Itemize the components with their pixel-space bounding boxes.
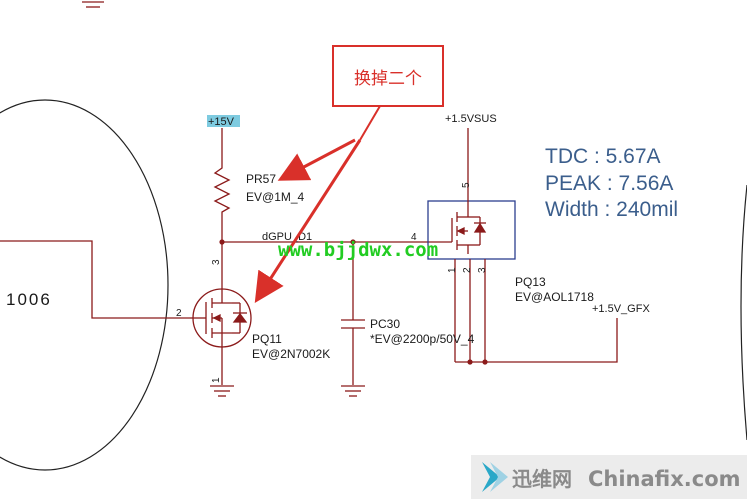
- pq13-pin-gate: 4: [411, 232, 417, 243]
- left-block-label: 1006: [6, 290, 52, 309]
- pq13-pin-top: 5: [461, 182, 472, 188]
- spec-peak: PEAK : 7.56A: [545, 172, 673, 195]
- logo-en-text: Chinafix.com: [588, 467, 741, 491]
- logo-cn-text: 迅维网: [512, 467, 572, 491]
- pq11-pin-source: 1: [211, 377, 222, 383]
- rail-label-vsus: +1.5VSUS: [445, 113, 497, 125]
- left-connector-outline: [0, 99, 169, 471]
- pq11-pin-drain: 3: [211, 259, 222, 265]
- watermark-center: www.bjjdwx.com: [278, 239, 438, 261]
- pq13-ref: PQ13: [515, 275, 546, 289]
- callout-box: [332, 45, 444, 107]
- callout-text: 换掉二个: [354, 69, 422, 89]
- rail-highlight: [207, 115, 240, 127]
- pq13-pin-2: 2: [462, 267, 473, 273]
- watermark-logo: 迅维网 Chinafix.com: [471, 455, 747, 499]
- pq11-mosfet-symbol: [190, 288, 252, 385]
- pr57-ref: PR57: [246, 172, 276, 186]
- pc30-value: *EV@2200p/50V_4: [370, 332, 475, 346]
- pc30-ref: PC30: [370, 317, 400, 331]
- logo-arrow-icon: [482, 462, 500, 492]
- pq13-value: EV@AOL1718: [515, 290, 594, 304]
- pc30-capacitor: [341, 242, 365, 385]
- right-connector-outline: [740, 184, 747, 441]
- pq13-output-wires: [454, 259, 618, 363]
- pr57-value: EV@1M_4: [246, 190, 305, 204]
- ground-symbol-top: [82, 1, 104, 8]
- pq13-mosfet-symbol: [427, 128, 516, 260]
- pq13-pin-3: 3: [477, 267, 488, 273]
- gate-drive-wire: [0, 240, 190, 319]
- ground-symbol-pc30: [341, 385, 365, 397]
- spec-width: Width : 240mil: [545, 198, 678, 221]
- node-junction-out-1: [467, 359, 473, 365]
- node-junction-out-2: [482, 359, 488, 365]
- rail-label-15v: +15V: [208, 116, 235, 128]
- callout-arrow-pq11: [254, 139, 362, 304]
- pq13-pin-1: 1: [447, 267, 458, 273]
- pq11-value: EV@2N7002K: [252, 347, 330, 361]
- ground-symbol-pq11: [210, 385, 234, 397]
- spec-tdc: TDC : 5.67A: [545, 145, 661, 168]
- callout-connector: [359, 105, 381, 141]
- callout-arrow-pr57: [277, 138, 356, 181]
- pq11-ref: PQ11: [252, 332, 282, 346]
- pr57-resistor-branch: [213, 128, 231, 288]
- pq11-pin-gate: 2: [176, 308, 182, 319]
- rail-label-gfx: +1.5V_GFX: [592, 303, 650, 315]
